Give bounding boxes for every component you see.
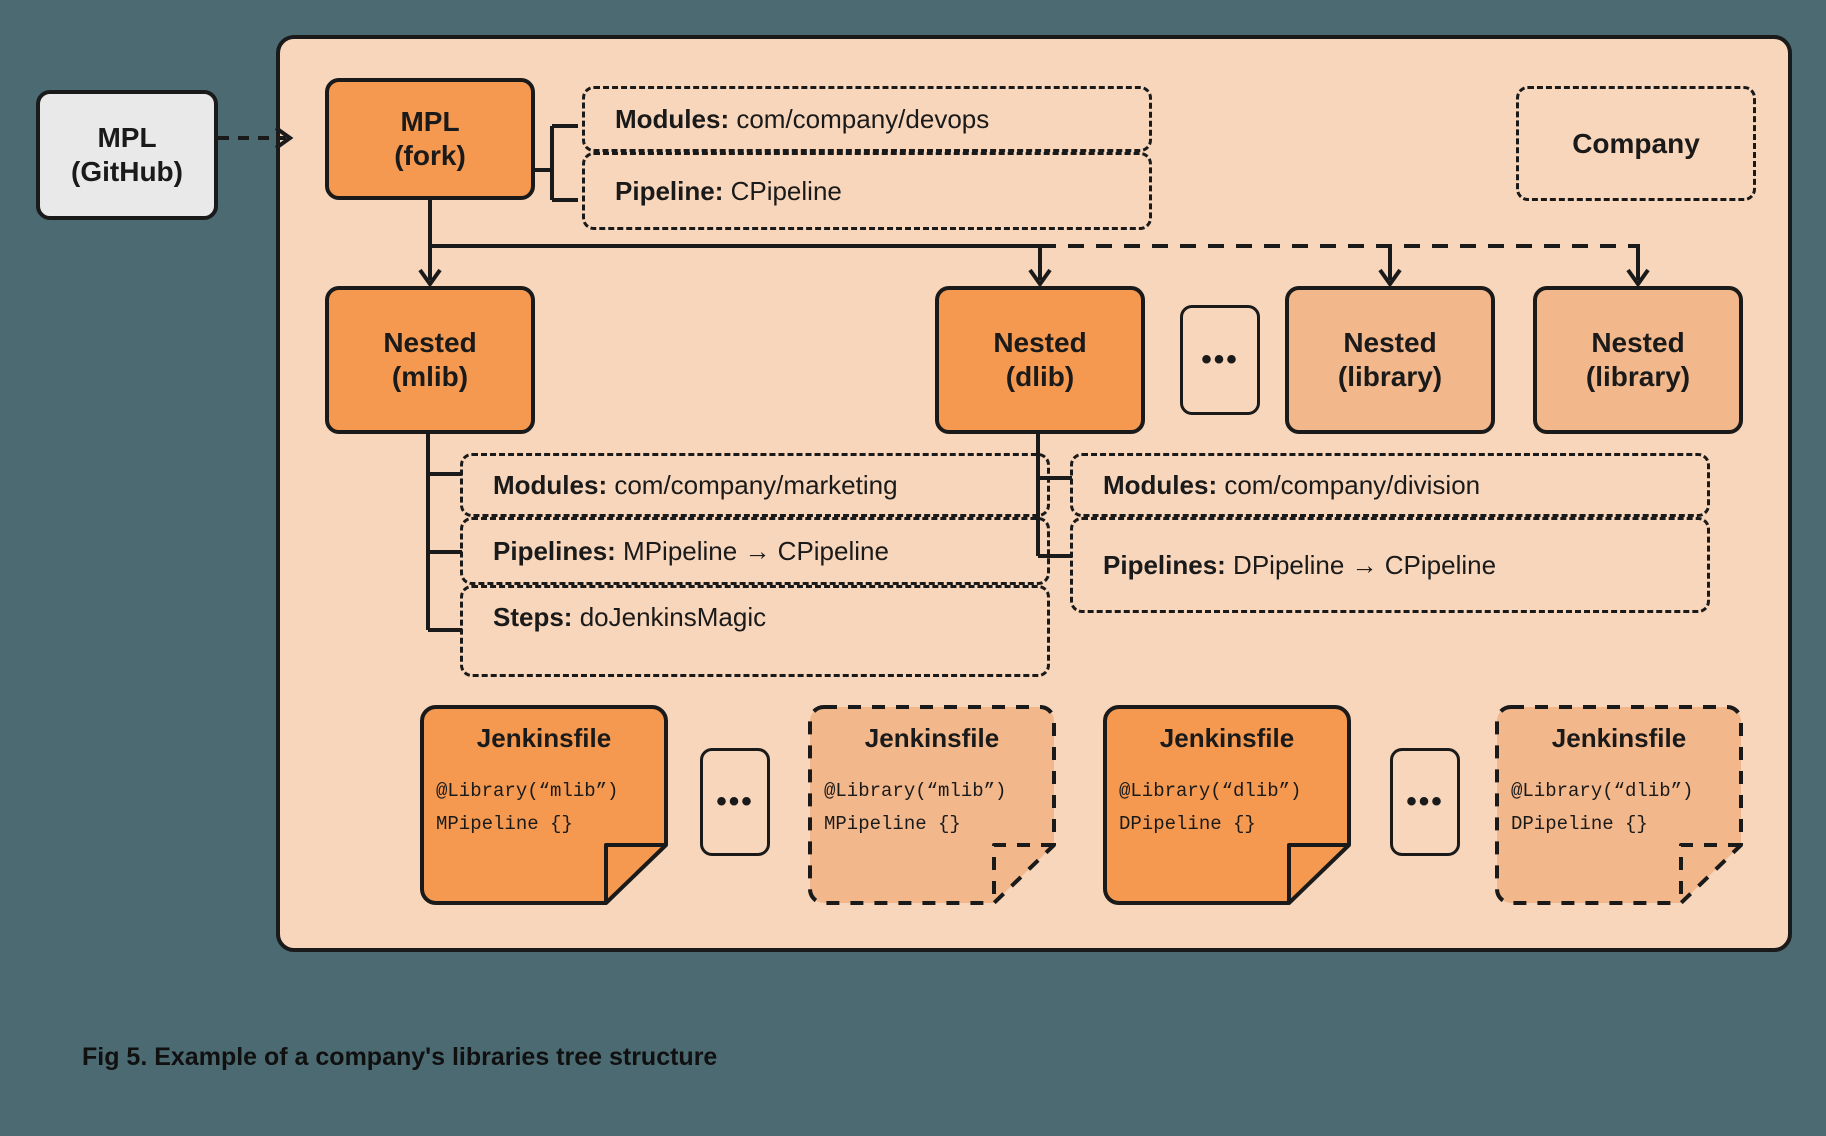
detail-fork-pipeline-text: Pipeline: CPipeline bbox=[615, 176, 842, 207]
detail-label: Modules: bbox=[615, 103, 737, 134]
detail-mlib-pipelines: Pipelines: MPipeline → CPipeline bbox=[460, 517, 1050, 585]
node-nested-dlib-line2: (dlib) bbox=[1005, 361, 1075, 392]
jenkinsfile-card-dlib-1[interactable]: Jenkinsfile @Library(“dlib”) DPipeline {… bbox=[1103, 705, 1351, 905]
jenkinsfile-code-line2: DPipeline {} bbox=[1119, 813, 1256, 835]
jenkinsfile-code-line1: @Library(“dlib”) bbox=[1511, 780, 1694, 802]
detail-label: Steps: bbox=[493, 602, 580, 632]
node-nested-mlib-line2: (mlib) bbox=[391, 361, 469, 392]
arrow-github-to-fork bbox=[218, 126, 294, 150]
jenkinsfile-card-mlib-2[interactable]: Jenkinsfile @Library(“mlib”) MPipeline {… bbox=[808, 705, 1056, 905]
detail-label: Modules: bbox=[1103, 469, 1225, 500]
ellipsis-glyph: ••• bbox=[716, 785, 754, 818]
detail-label: Pipelines: bbox=[493, 535, 624, 566]
jenkinsfile-shape-solid bbox=[420, 705, 668, 905]
jenkinsfile-card-mlib-1[interactable]: Jenkinsfile @Library(“mlib”) MPipeline {… bbox=[420, 705, 668, 905]
node-nested-dlib-line1: Nested bbox=[993, 326, 1087, 358]
arrow-to-nested-library-1 bbox=[1378, 244, 1402, 288]
detail-value: com/company/division bbox=[1224, 469, 1481, 500]
jenkinsfile-title: Jenkinsfile bbox=[1551, 723, 1687, 753]
ellipsis-chip-nested: ••• bbox=[1180, 305, 1260, 415]
connector-bus-solid bbox=[428, 244, 1040, 248]
bracket-fork-details bbox=[533, 124, 578, 202]
jenkinsfile-code-line1: @Library(“mlib”) bbox=[824, 780, 1007, 802]
node-nested-dlib[interactable]: Nested (dlib) bbox=[935, 286, 1145, 434]
detail-label: Pipelines: bbox=[1103, 549, 1234, 580]
detail-mlib-modules-text: Modules: com/company/marketing bbox=[493, 470, 898, 501]
detail-mlib-modules: Modules: com/company/marketing bbox=[460, 453, 1050, 517]
detail-mlib-pipelines-text: Pipelines: MPipeline → CPipeline bbox=[493, 536, 889, 567]
jenkinsfile-code-line1: @Library(“mlib”) bbox=[436, 780, 619, 802]
connector-bus-dashed bbox=[1040, 244, 1636, 248]
detail-label: Pipeline: bbox=[615, 175, 731, 206]
detail-value: com/company/devops bbox=[736, 103, 990, 134]
node-nested-library-2[interactable]: Nested (library) bbox=[1533, 286, 1743, 434]
arrow-to-nested-mlib bbox=[418, 244, 442, 288]
detail-fork-pipeline: Pipeline: CPipeline bbox=[582, 152, 1152, 230]
bracket-mlib-details bbox=[426, 434, 462, 632]
node-mpl-github-line1: MPL bbox=[97, 121, 157, 153]
detail-fork-modules-text: Modules: com/company/devops bbox=[615, 104, 989, 135]
jenkinsfile-title: Jenkinsfile bbox=[1159, 723, 1295, 753]
detail-fork-modules: Modules: com/company/devops bbox=[582, 86, 1152, 152]
detail-dlib-modules: Modules: com/company/division bbox=[1070, 453, 1710, 517]
arrow-to-nested-dlib bbox=[1028, 244, 1052, 288]
jenkinsfile-title: Jenkinsfile bbox=[476, 723, 612, 753]
node-nested-mlib-line1: Nested bbox=[383, 326, 477, 358]
node-mpl-github-line2: (GitHub) bbox=[71, 156, 183, 187]
node-mpl-github[interactable]: MPL (GitHub) bbox=[36, 90, 218, 220]
node-mpl-fork-line1: MPL bbox=[400, 105, 460, 137]
detail-mlib-steps: Steps: doJenkinsMagic bbox=[460, 585, 1050, 677]
node-company-label: Company bbox=[1572, 127, 1700, 159]
detail-value: DPipeline → CPipeline bbox=[1233, 549, 1497, 580]
detail-label: Modules: bbox=[493, 469, 615, 500]
jenkinsfile-code-line2: DPipeline {} bbox=[1511, 813, 1648, 835]
node-nested-library-2-line2: (library) bbox=[1585, 361, 1691, 392]
jenkinsfile-shape-dashed bbox=[1495, 705, 1743, 905]
node-nested-library-1[interactable]: Nested (library) bbox=[1285, 286, 1495, 434]
detail-mlib-steps-text: Steps: doJenkinsMagic bbox=[493, 602, 766, 633]
arrow-to-nested-library-2 bbox=[1626, 244, 1650, 288]
node-nested-mlib[interactable]: Nested (mlib) bbox=[325, 286, 535, 434]
detail-dlib-pipelines-text: Pipelines: DPipeline → CPipeline bbox=[1103, 550, 1496, 581]
detail-dlib-pipelines: Pipelines: DPipeline → CPipeline bbox=[1070, 517, 1710, 613]
jenkinsfile-shape-solid bbox=[1103, 705, 1351, 905]
detail-value: com/company/marketing bbox=[614, 469, 898, 500]
jenkinsfile-code-line2: MPipeline {} bbox=[824, 813, 961, 835]
node-mpl-fork-line2: (fork) bbox=[394, 140, 466, 171]
jenkinsfile-title: Jenkinsfile bbox=[864, 723, 1000, 753]
ellipsis-chip-jenkins-dlib: ••• bbox=[1390, 748, 1460, 856]
connector-fork-stem bbox=[428, 200, 432, 246]
detail-value: MPipeline → CPipeline bbox=[623, 535, 889, 566]
detail-value: doJenkinsMagic bbox=[579, 602, 767, 632]
node-mpl-fork[interactable]: MPL (fork) bbox=[325, 78, 535, 200]
node-nested-library-2-line1: Nested bbox=[1591, 326, 1685, 358]
node-nested-library-1-line2: (library) bbox=[1337, 361, 1443, 392]
jenkinsfile-card-dlib-2[interactable]: Jenkinsfile @Library(“dlib”) DPipeline {… bbox=[1495, 705, 1743, 905]
detail-value: CPipeline bbox=[730, 175, 842, 206]
ellipsis-glyph: ••• bbox=[1201, 343, 1239, 376]
figure-caption: Fig 5. Example of a company's libraries … bbox=[82, 1043, 718, 1071]
jenkinsfile-code-line1: @Library(“dlib”) bbox=[1119, 780, 1302, 802]
jenkinsfile-shape-dashed bbox=[808, 705, 1056, 905]
ellipsis-chip-jenkins-mlib: ••• bbox=[700, 748, 770, 856]
node-nested-library-1-line1: Nested bbox=[1343, 326, 1437, 358]
ellipsis-glyph: ••• bbox=[1406, 785, 1444, 818]
node-company[interactable]: Company bbox=[1516, 86, 1756, 201]
detail-dlib-modules-text: Modules: com/company/division bbox=[1103, 470, 1480, 501]
jenkinsfile-code-line2: MPipeline {} bbox=[436, 813, 573, 835]
